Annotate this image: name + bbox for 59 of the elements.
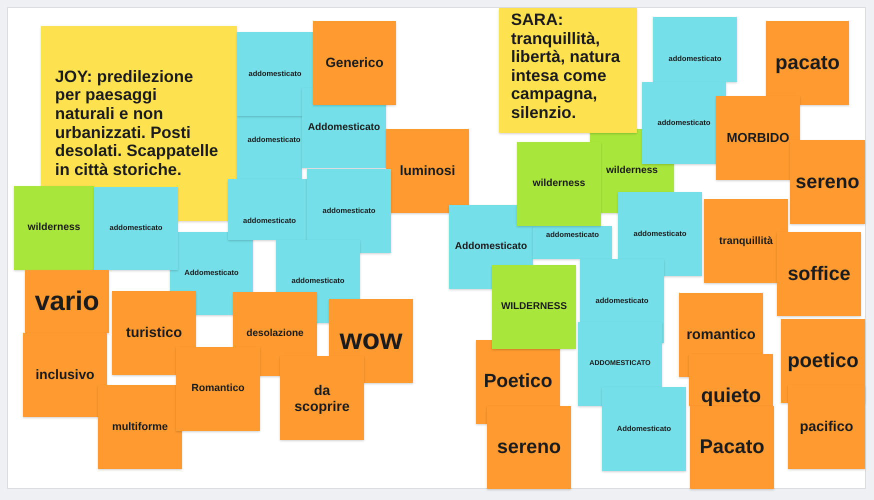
sticky-note: [487, 406, 571, 489]
note-text: SARA: tranquillità, libertà, natura intesa come campagna, silenzio.: [511, 11, 622, 123]
sticky-note: [237, 116, 302, 179]
note-text: Romantico: [191, 383, 245, 395]
sticky-note: [280, 356, 364, 440]
sticky-note: [492, 265, 576, 349]
note-text: pacifico: [800, 418, 854, 436]
sticky-note: [307, 169, 391, 253]
sticky-note: [602, 387, 686, 471]
note-text: vario: [34, 286, 100, 318]
sticky-note: [14, 186, 94, 270]
note-text: Pacato: [700, 436, 764, 459]
sticky-note: [112, 291, 196, 375]
sticky-note: [23, 333, 107, 417]
sticky-note: [94, 187, 178, 270]
note-text: wilderness: [532, 178, 586, 190]
sticky-note: [98, 385, 182, 469]
note-text: wilderness: [606, 165, 658, 177]
sticky-note: [228, 179, 307, 240]
note-text: wilderness: [28, 222, 80, 234]
note-text: WILDERNESS: [501, 301, 567, 313]
note-text: poetico: [787, 350, 859, 372]
sticky-note: [689, 354, 773, 406]
sticky-note: [25, 270, 109, 333]
sticky-note: [176, 347, 260, 431]
note-text: Addomesticato: [454, 241, 528, 253]
note-text: wow: [340, 324, 402, 358]
sticky-note: [517, 142, 601, 226]
note-text: Addomesticato: [308, 122, 380, 134]
note-text: JOY: predilezione per paesaggi naturali e non urbanizzati. Posti desolati. Scappatelle in città storiche.: [55, 68, 220, 180]
note-text: MORBIDO: [726, 130, 790, 146]
note-text: Generico: [325, 55, 384, 71]
sticky-note: [690, 406, 774, 489]
note-text: soffice: [788, 262, 850, 286]
sticky-note: [642, 82, 726, 164]
sticky-note: [788, 385, 865, 469]
note-text: romantico: [686, 326, 756, 344]
sticky-note: [386, 129, 469, 213]
note-text: sereno: [497, 436, 561, 459]
note-text: turistico: [126, 324, 182, 342]
sticky-note: [237, 32, 313, 116]
sticky-note: [790, 140, 865, 224]
note-text: quieto: [701, 386, 761, 406]
note-text: tranquillità: [719, 234, 773, 248]
note-text: luminosi: [400, 163, 456, 179]
sticky-note: [499, 8, 637, 133]
note-text: sereno: [796, 170, 860, 194]
sticky-note: [533, 226, 612, 259]
note-text: inclusivo: [36, 367, 94, 383]
sticky-note: [777, 232, 861, 316]
note-text: multiforme: [112, 420, 168, 434]
sticky-note: [313, 21, 396, 105]
sticky-note: [653, 17, 737, 82]
sticky-note: [704, 199, 788, 283]
sticky-note: [766, 21, 849, 105]
note-text: Poetico: [484, 371, 552, 393]
note-text: pacato: [775, 52, 840, 74]
note-text: desolazione: [246, 328, 304, 340]
note-text: da scoprire: [293, 382, 351, 414]
